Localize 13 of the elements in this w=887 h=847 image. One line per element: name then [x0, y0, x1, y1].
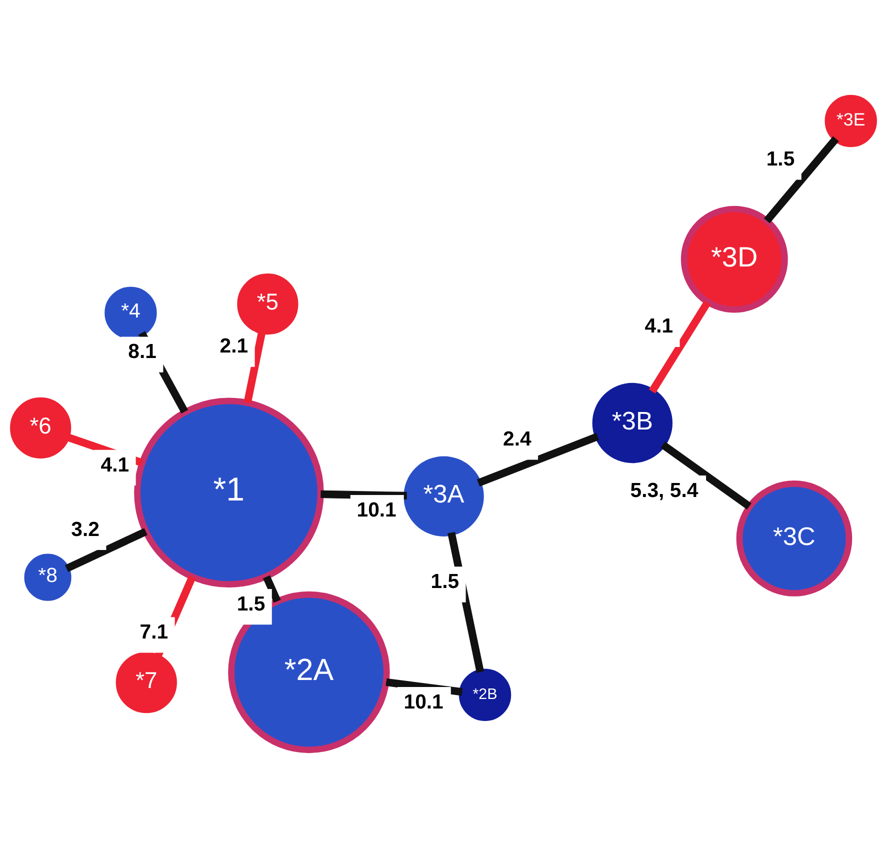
edge-label: 10.1	[356, 498, 396, 521]
edge-label: 7.1	[140, 621, 168, 644]
edge-label: 2.1	[220, 335, 248, 358]
edge-label: 1.5	[430, 570, 460, 593]
edge-label: 10.1	[404, 690, 444, 713]
edge-label: 3.2	[71, 518, 100, 540]
edge-label: 8.1	[128, 340, 156, 363]
edge-label: 5.3, 5.4	[630, 479, 698, 502]
edge-label: 2.4	[503, 428, 532, 450]
edge-label: 4.1	[100, 454, 130, 476]
edge-label: 4.1	[644, 315, 674, 338]
edge-label: 1.5	[766, 148, 795, 170]
edge-label: 1.5	[236, 592, 266, 615]
